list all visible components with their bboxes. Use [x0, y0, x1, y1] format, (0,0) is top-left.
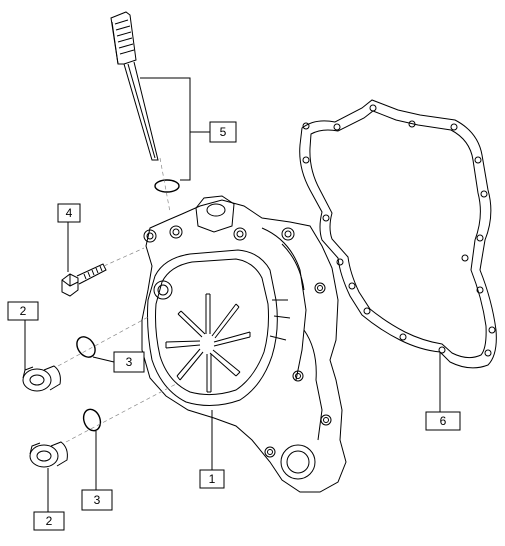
callout-2-upper: 2: [7, 301, 39, 321]
callout-3-upper: 3: [113, 351, 145, 373]
callout-4: 4: [57, 203, 81, 223]
o-ring-upper: [76, 336, 96, 358]
engine-cover: [141, 195, 347, 493]
callout-5: 5: [209, 121, 237, 143]
plug-upper: [22, 365, 61, 392]
svg-text:3: 3: [126, 355, 133, 369]
svg-text:2: 2: [46, 514, 53, 528]
o-ring-lower: [82, 408, 102, 432]
svg-text:4: 4: [66, 206, 73, 220]
svg-text:1: 1: [209, 472, 216, 486]
gasket: [299, 99, 497, 369]
callout-3-lower: 3: [81, 489, 113, 511]
plug-lower: [29, 441, 68, 468]
assembly-lines: [57, 157, 177, 443]
svg-text:5: 5: [220, 125, 227, 139]
svg-text:2: 2: [20, 304, 27, 318]
callout-6: 6: [425, 411, 461, 431]
callout-1: 1: [199, 469, 225, 489]
leader-lines: [24, 77, 441, 512]
svg-text:6: 6: [440, 414, 447, 428]
svg-text:3: 3: [94, 493, 101, 507]
dipstick: [110, 11, 159, 161]
dipstick-o-ring: [154, 179, 180, 193]
callout-2-lower: 2: [33, 511, 65, 531]
bolt: [61, 263, 107, 297]
